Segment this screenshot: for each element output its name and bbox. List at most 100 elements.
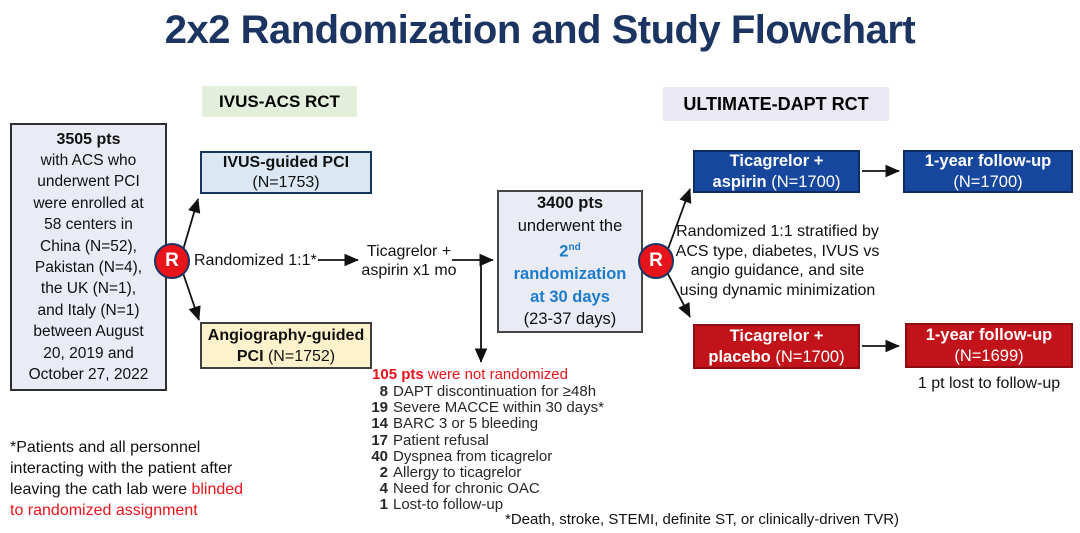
arrow-r2-to-aspirin [667,188,692,250]
angio-box-n: (N=1752) [263,347,336,365]
blinding-footnote-red: blinded to randomized assignment [10,481,244,519]
tp-box-n: (N=1700) [770,347,845,366]
item-label: Allergy to ticagrelor [393,464,522,482]
angio-box-title: Angiography-guided [207,326,365,344]
ta-box-n: (N=1700) [766,172,841,191]
not-randomized-item: 4 Need for chronic OAC [348,481,604,497]
not-randomized-item: 2 Allergy to ticagrelor [348,464,604,482]
tp-box-line1: Ticagrelor + [729,327,824,345]
item-count: 1 [379,496,388,514]
not-randomized-item: 8 DAPT discontinuation for ≥48h [348,383,604,400]
enrollment-line: China (N=52), [40,237,137,255]
bridge-line1: Ticagrelor + [366,243,452,260]
fu1-line1: 1-year follow-up [924,152,1052,170]
item-label: Patient refusal [393,431,489,449]
not-randomized-item: 19 Severe MACCE within 30 days* [348,400,604,416]
arrow-r1-to-ivus [182,198,201,251]
item-label: Dyspnea from ticagrelor [393,447,553,465]
enrollment-line: underwent PCI [37,173,140,191]
not-randomized-item: 1 Lost-to follow-up [348,497,604,513]
enrollment-box: 3505 pts with ACS who underwent PCI were e… [10,123,167,391]
randomized-1-1-label: Randomized 1:1* [194,252,317,269]
ticagrelor-aspirin-box: Ticagrelor + aspirin (N=1700) [693,150,860,193]
item-label: DAPT discontinuation for ≥48h [393,383,597,400]
angio-box-title2: PCI [236,347,264,365]
tp-box-drug: placebo [708,347,771,366]
item-count: 40 [371,447,388,465]
placebo-followup-box: 1-year follow-up (N=1699) [905,323,1073,368]
item-label: Severe MACCE within 30 days* [393,399,604,417]
middle-box-line4: at 30 days [530,287,610,306]
fu1-n: (N=1700) [953,172,1023,191]
randomization-1-badge: R [154,243,190,279]
ordinal-suffix: nd [568,242,581,254]
bridge-treatment-note: Ticagrelor + aspirin x1 mo [357,242,461,280]
middle-box-count: 3400 pts [536,194,604,213]
ivus-guided-pci-box: IVUS-guided PCI (N=1753) [200,151,372,194]
tp-box-line2: placebo (N=1700) [708,347,844,368]
ta-box-line2: aspirin (N=1700) [713,172,841,193]
blinding-footnote-black: *Patients and all personnel interacting … [10,439,233,498]
ivus-acs-rct-label: IVUS-ACS RCT [202,86,357,117]
not-randomized-list: 8 DAPT discontinuation for ≥48h 19 Sever… [348,383,604,514]
bridge-line2: aspirin x1 mo [361,262,457,279]
middle-box-line2: underwent the [517,216,623,235]
enrollment-line: 20, 2019 and [43,344,134,362]
middle-box-line5: (23-37 days) [523,310,617,329]
item-count: 14 [371,415,388,433]
enrollment-line: with ACS who [40,151,137,169]
macce-definition-footnote: *Death, stroke, STEMI, definite ST, or c… [505,511,900,528]
item-label: Need for chronic OAC [393,480,540,498]
not-randomized-item: 17 Patient refusal [348,431,604,449]
item-count: 4 [379,480,388,498]
stratification-line: using dynamic minimization [679,281,876,299]
angio-box-line2: PCI (N=1752) [237,346,335,367]
not-randomized-count: 105 pts [372,366,424,383]
enrollment-line: October 27, 2022 [28,366,149,384]
fu2-line1: 1-year follow-up [925,326,1053,344]
blinding-footnote: *Patients and all personnel interacting … [10,437,255,521]
not-randomized-item: 14 BARC 3 or 5 bleeding [348,416,604,432]
item-count: 17 [371,431,388,449]
enrollment-line: and Italy (N=1) [37,301,140,319]
arrow-r1-to-angio [182,272,201,321]
enrollment-description: with ACS who underwent PCI were enrolled a… [29,150,149,385]
randomization-1-symbol: R [165,250,179,271]
enrollment-line: between August [33,323,144,341]
item-count: 8 [379,383,388,400]
stratification-note: Randomized 1:1 stratified by ACS type, di… [655,222,900,300]
lost-to-followup-note: 1 pt lost to follow-up [917,375,1061,392]
fu2-n: (N=1699) [954,346,1024,365]
item-label: Lost-to follow-up [393,496,504,514]
item-count: 2 [379,464,388,482]
enrollment-count: 3505 pts [56,130,121,148]
second-randomization-box: 3400 pts underwent the 2nd randomization… [497,190,643,333]
enrollment-line: were enrolled at [33,194,144,212]
ivus-box-title: IVUS-guided PCI [222,153,350,171]
enrollment-line: 58 centers in [44,216,133,234]
middle-box-ordinal: 2nd [559,237,580,263]
arrow-r2-to-placebo [667,273,691,318]
ultimate-dapt-rct-label: ULTIMATE-DAPT RCT [663,87,889,121]
randomization-2-symbol: R [649,250,663,271]
angiography-guided-pci-box: Angiography-guided PCI (N=1752) [200,322,372,369]
ivus-box-n: (N=1753) [252,173,320,191]
enrollment-line: the UK (N=1), [40,280,137,298]
ta-box-line1: Ticagrelor + [729,152,824,170]
aspirin-followup-box: 1-year follow-up (N=1700) [903,150,1073,193]
item-label: BARC 3 or 5 bleeding [393,415,539,433]
item-count: 19 [371,399,388,417]
randomization-2-badge: R [638,243,674,279]
middle-box-line3: randomization [513,265,627,284]
stratification-line: ACS type, diabetes, IVUS vs [675,242,880,260]
ta-box-drug: aspirin [712,172,767,191]
stratification-line: Randomized 1:1 stratified by [676,223,879,240]
enrollment-line: Pakistan (N=4), [34,259,143,276]
not-randomized-rest: were not randomized [423,366,568,383]
not-randomized-heading: 105 pts were not randomized [340,366,600,383]
page-title: 2x2 Randomization and Study Flowchart [164,8,916,52]
stratification-line: angio guidance, and site [690,262,865,279]
ordinal-number: 2 [559,242,569,261]
